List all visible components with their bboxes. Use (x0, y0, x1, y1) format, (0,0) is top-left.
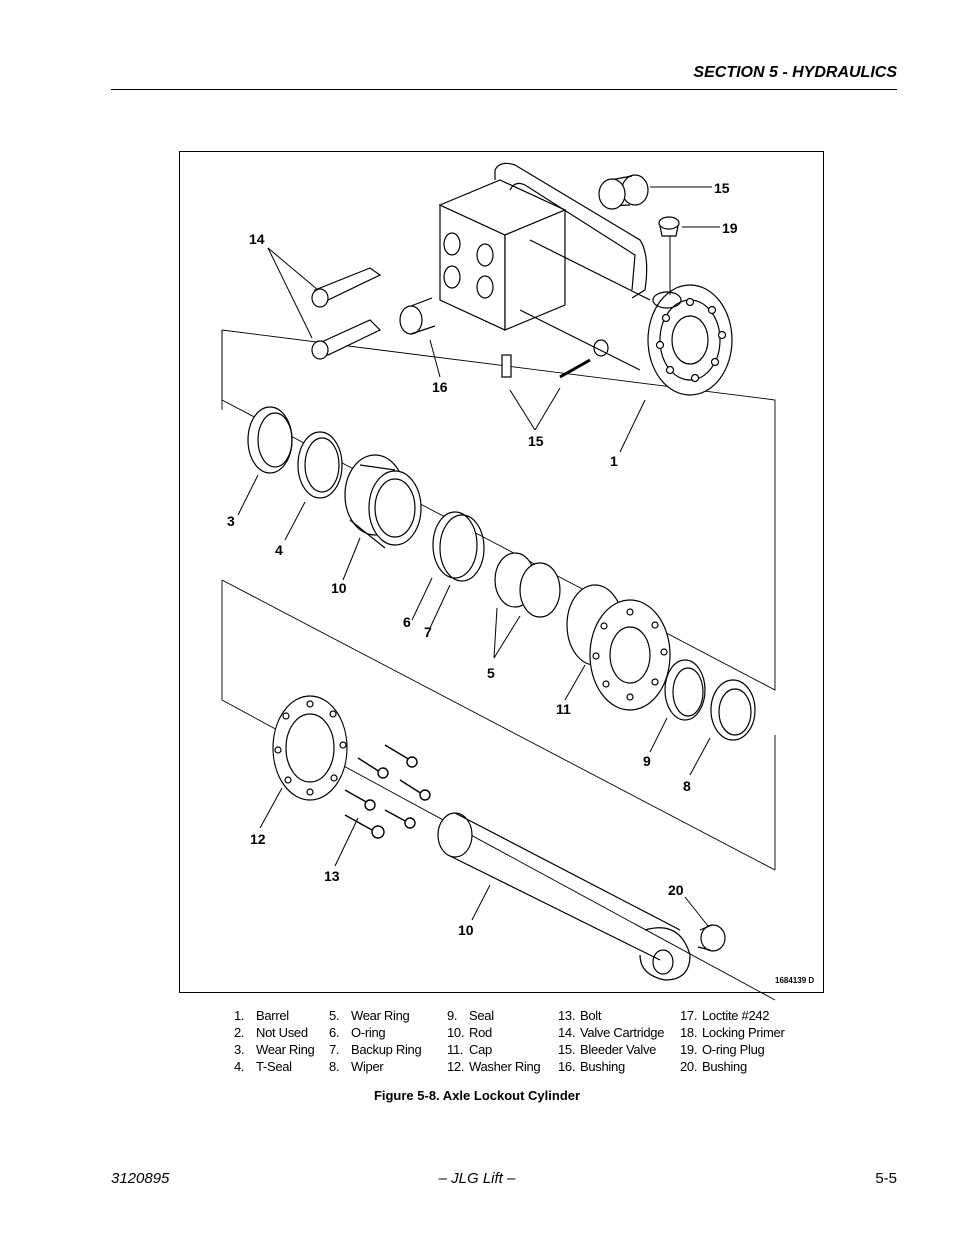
bushing-top-part (598, 174, 649, 210)
callout-4: 4 (275, 542, 283, 558)
legend-item: 17.Loctite #242 (680, 1008, 770, 1023)
o-ring-plug-part (658, 216, 680, 237)
figure-caption: Figure 5-8. Axle Lockout Cylinder (373, 1088, 581, 1103)
footer-publisher: – JLG Lift – (438, 1170, 516, 1187)
callout-10-rod: 10 (458, 922, 474, 938)
legend-item: 1.Barrel (234, 1008, 289, 1023)
callout-19: 19 (722, 220, 738, 236)
callout-5: 5 (487, 665, 495, 681)
piston-part (344, 454, 422, 549)
legend-item: 14.Valve Cartridge (558, 1025, 665, 1040)
legend-item: 12.Washer Ring (447, 1059, 541, 1074)
callout-3: 3 (227, 513, 235, 529)
callout-20: 20 (668, 882, 684, 898)
callout-12: 12 (250, 831, 266, 847)
legend-item: 4.T-Seal (234, 1059, 292, 1074)
wiper-part (710, 679, 756, 741)
legend-item: 19.O-ring Plug (680, 1042, 765, 1057)
washer-ring-part (272, 695, 348, 801)
bushing-rod-part (697, 924, 726, 952)
legend-item: 8.Wiper (329, 1059, 384, 1074)
drawing-number: 1684139 D (775, 976, 814, 985)
section-title: SECTION 5 - HYDRAULICS (693, 64, 897, 81)
t-seal-part (297, 431, 343, 499)
legend-item: 9.Seal (447, 1008, 494, 1023)
callout-7: 7 (424, 624, 432, 640)
bolt-part (344, 744, 431, 839)
header-rule (111, 89, 897, 90)
valve-cartridge-part (311, 267, 382, 360)
bleeder-valve-part (501, 354, 591, 379)
parts-legend-col-1: 1.Barrel 2.Not Used 3.Wear Ring 4.T-Seal (234, 1007, 315, 1075)
legend-item: 3.Wear Ring (234, 1042, 315, 1057)
legend-item: 18.Locking Primer (680, 1025, 785, 1040)
barrel-part (438, 162, 733, 396)
callout-10-piston: 10 (331, 580, 347, 596)
callout-13: 13 (324, 868, 340, 884)
callout-8: 8 (683, 778, 691, 794)
rod-part (437, 812, 691, 981)
callout-16-mid: 16 (432, 379, 448, 395)
parts-legend-col-2: 5.Wear Ring 6.O-ring 7.Backup Ring 8.Wip… (329, 1007, 422, 1075)
legend-item: 2.Not Used (234, 1025, 308, 1040)
legend-item: 7.Backup Ring (329, 1042, 422, 1057)
callout-11: 11 (556, 701, 571, 717)
wear-ring-a-part (247, 406, 293, 474)
leader-lines (237, 186, 720, 927)
legend-item: 13.Bolt (558, 1008, 602, 1023)
legend-item: 15.Bleeder Valve (558, 1042, 657, 1057)
legend-item: 11.Cap (447, 1042, 492, 1057)
assembly-guide-lines (221, 329, 776, 1001)
figure-frame (179, 151, 824, 993)
parts-legend-col-4: 13.Bolt 14.Valve Cartridge 15.Bleeder Va… (558, 1007, 664, 1075)
callout-16-top: 15 (714, 180, 730, 196)
legend-item: 10.Rod (447, 1025, 492, 1040)
parts-legend-col-3: 9.Seal 10.Rod 11.Cap 12.Washer Ring (447, 1007, 541, 1075)
wear-ring-b-part (494, 552, 561, 618)
callout-1: 1 (610, 453, 618, 469)
legend-item: 6.O-ring (329, 1025, 386, 1040)
seal-part (664, 659, 706, 721)
callout-9: 9 (643, 753, 651, 769)
footer-doc-number: 3120895 (111, 1170, 170, 1187)
o-ring-part (432, 511, 485, 582)
callout-6: 6 (403, 614, 411, 630)
footer-page-number: 5-5 (875, 1170, 897, 1187)
bushing-mid-part (399, 297, 436, 335)
legend-item: 16.Bushing (558, 1059, 625, 1074)
callout-14: 14 (249, 231, 265, 247)
legend-item: 5.Wear Ring (329, 1008, 410, 1023)
callout-15: 15 (528, 433, 544, 449)
legend-item: 20.Bushing (680, 1059, 747, 1074)
parts-legend-col-5: 17.Loctite #242 18.Locking Primer 19.O-r… (680, 1007, 785, 1075)
cap-part (566, 584, 671, 711)
